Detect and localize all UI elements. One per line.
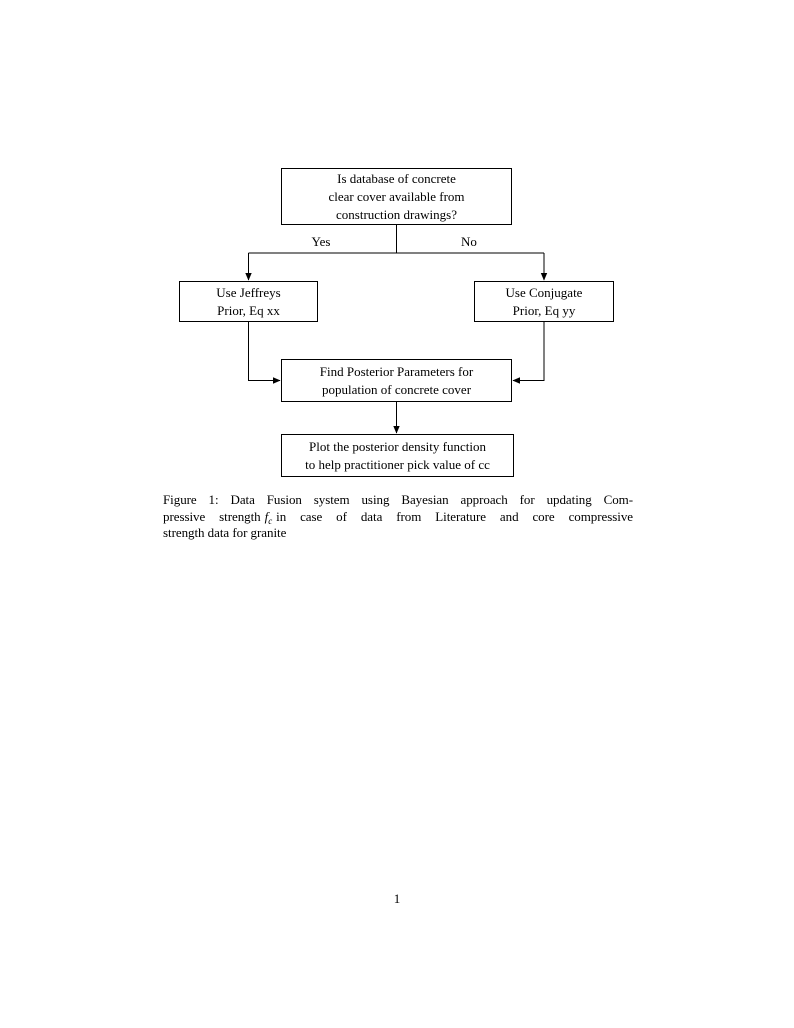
node-line: Is database of concrete	[337, 170, 456, 186]
caption-line-3: strength data for granite	[163, 525, 287, 541]
arrow-conjugate-to-posterior	[512, 322, 545, 384]
connector-branch-split	[248, 225, 544, 254]
node-line: Find Posterior Parameters for	[319, 363, 474, 379]
math-symbol-fc-subscript: c	[268, 515, 273, 526]
math-symbol-fc-base: f	[264, 508, 269, 524]
flowchart-node-question: Is database of concrete clear cover avai…	[281, 168, 512, 225]
edge-label-no: No	[461, 234, 477, 249]
figure-caption: Figure 1: Data Fusion system using Bayes…	[163, 492, 633, 542]
caption-line-2-rest: in case of data from Literature and core…	[276, 508, 633, 524]
node-line: Use Conjugate	[505, 284, 583, 300]
edge-label-yes: Yes	[311, 234, 331, 249]
flowchart-node-plot-density: Plot the posterior density function to h…	[281, 434, 514, 477]
node-line: Prior, Eq xx	[217, 302, 280, 318]
caption-line-2-text: pressive strength	[163, 508, 261, 524]
node-line: clear cover available from	[328, 188, 465, 204]
flowchart-node-posterior-parameters: Find Posterior Parameters for population…	[281, 359, 512, 402]
flowchart-node-conjugate-prior: Use Conjugate Prior, Eq yy	[474, 281, 614, 322]
node-line: to help practitioner pick value of cc	[305, 456, 490, 472]
node-line: population of concrete cover	[321, 381, 472, 397]
caption-line-1: Figure 1: Data Fusion system using Bayes…	[163, 492, 633, 507]
node-line: Use Jeffreys	[216, 284, 281, 300]
flowchart-node-jeffreys-prior: Use Jeffreys Prior, Eq xx	[179, 281, 318, 322]
node-line: Plot the posterior density function	[309, 438, 486, 454]
node-line: construction drawings?	[336, 206, 457, 222]
page-number: 1	[393, 891, 401, 906]
arrow-jeffreys-to-posterior	[248, 322, 281, 384]
node-line: Prior, Eq yy	[512, 302, 576, 318]
